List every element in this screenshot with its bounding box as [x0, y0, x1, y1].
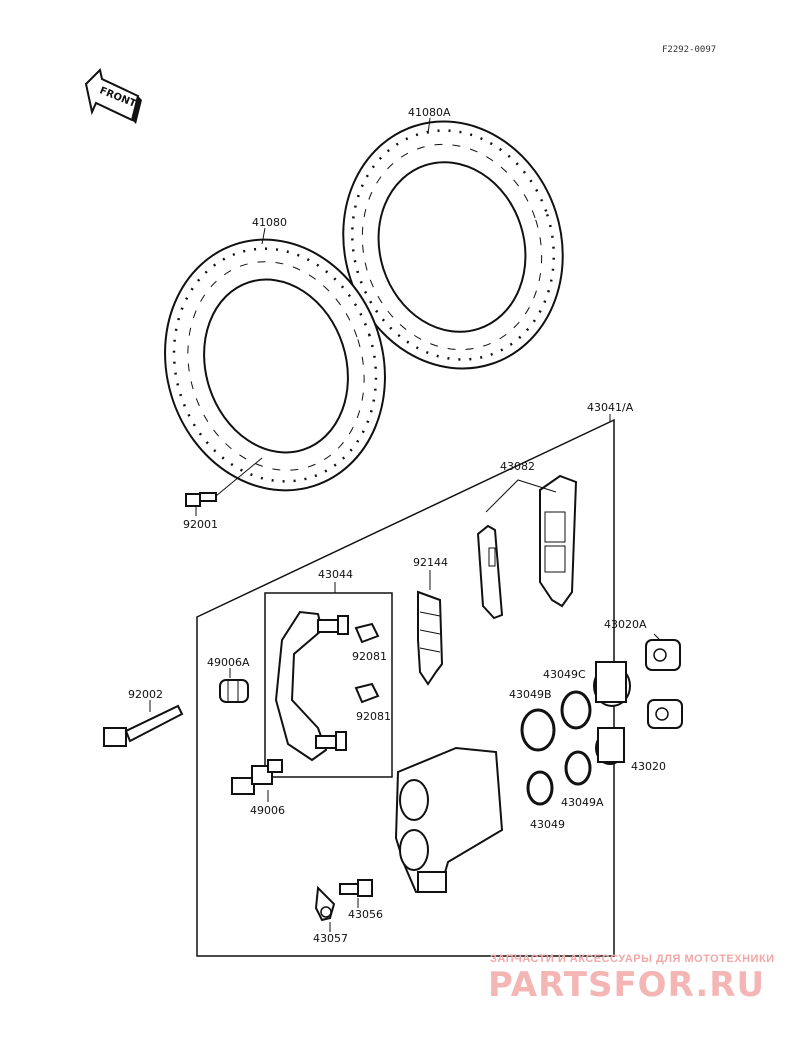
seal-43049B	[520, 708, 556, 752]
label-49006: 49006	[250, 804, 285, 817]
brake-pads	[476, 474, 578, 620]
bleeder-valve	[339, 879, 373, 897]
disc-bolt	[185, 457, 263, 507]
label-43049C: 43049C	[543, 668, 586, 681]
seal-43049A	[564, 750, 592, 786]
label-41080A: 41080A	[408, 106, 451, 119]
dust-boot	[219, 679, 249, 703]
watermark-line2: PARTSFOR.RU	[488, 965, 765, 1005]
front-arrow-icon: FRONT	[84, 68, 142, 124]
clip-upper	[354, 622, 380, 644]
label-43049: 43049	[530, 818, 565, 831]
figure-code: F2292-0097	[662, 45, 716, 55]
label-92081-lower: 92081	[356, 710, 391, 723]
label-43049A: 43049A	[561, 796, 604, 809]
label-43082: 43082	[500, 460, 535, 473]
piston-43020A	[593, 661, 631, 707]
label-43044: 43044	[318, 568, 353, 581]
caliper-body	[394, 746, 504, 894]
piston-43020	[595, 727, 625, 765]
label-92002: 92002	[128, 688, 163, 701]
label-43020A: 43020A	[604, 618, 647, 631]
clip-lower	[354, 682, 380, 704]
label-92001: 92001	[183, 518, 218, 531]
label-43049B: 43049B	[509, 688, 552, 701]
brake-disc-left	[164, 238, 386, 492]
label-41080: 41080	[252, 216, 287, 229]
label-49006A: 49006A	[207, 656, 250, 669]
brake-disc-right	[342, 120, 564, 370]
seal-43049	[526, 770, 554, 806]
caliper-assembly-frame	[196, 418, 615, 957]
label-43057: 43057	[313, 932, 348, 945]
bleeder-cap	[314, 885, 336, 922]
watermark-line1: ЗАПЧАСТИ И АКСЕССУАРЫ ДЛЯ МОТОТЕХНИКИ	[490, 953, 775, 965]
seal-43049C	[560, 690, 592, 730]
slide-pin	[231, 759, 283, 795]
caliper-bracket	[274, 610, 349, 762]
label-43056: 43056	[348, 908, 383, 921]
caliper-bolt	[103, 704, 184, 747]
label-92081-upper: 92081	[352, 650, 387, 663]
label-92144: 92144	[413, 556, 448, 569]
bracket-frame	[264, 592, 393, 778]
label-43041A: 43041/A	[587, 401, 634, 414]
cap-43020	[647, 699, 683, 729]
pad-spring	[417, 590, 444, 686]
label-43020: 43020	[631, 760, 666, 773]
cap-43020A	[645, 639, 681, 671]
